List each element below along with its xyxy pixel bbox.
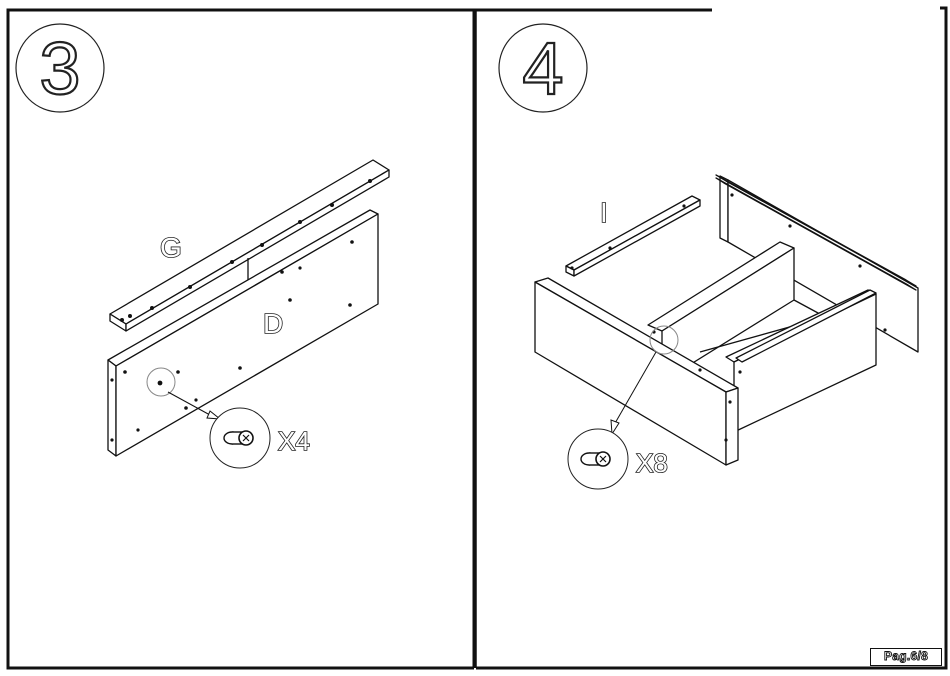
part-label-g: G	[160, 232, 182, 263]
step-3-hardware-count: X4	[278, 426, 310, 456]
part-label-d: D	[263, 308, 283, 339]
step-4: 4	[499, 24, 918, 489]
cam-lock-icon-step-4	[568, 429, 628, 489]
part-label-i: I	[600, 197, 608, 228]
step-3-number: 3	[39, 27, 80, 110]
step-4-hardware-count: X8	[636, 448, 668, 478]
step-4-number: 4	[522, 27, 563, 110]
page-number-label: Pag.6/8	[870, 648, 942, 666]
drawer-assembly	[535, 175, 918, 465]
cam-lock-icon	[210, 408, 270, 468]
step-3: 3	[16, 24, 389, 468]
